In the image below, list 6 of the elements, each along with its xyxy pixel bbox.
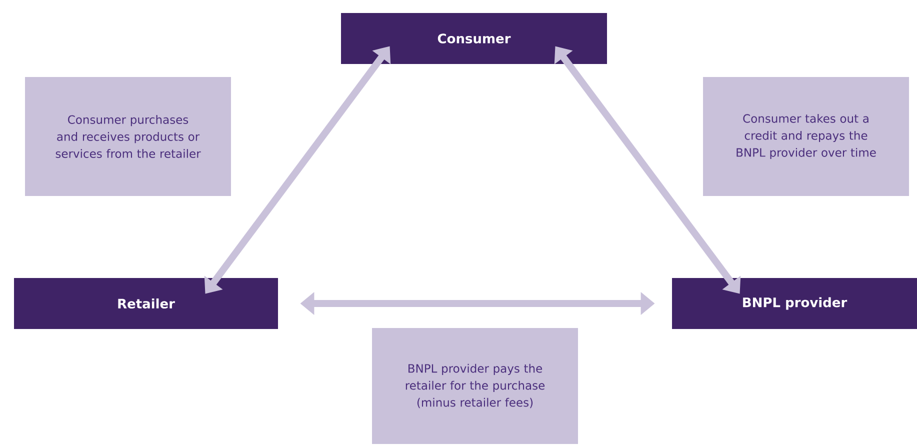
note-box: BNPL provider pays the retailer for the purchase (minus retailer fees) (372, 328, 578, 444)
note-box: Consumer purchases and receives products or services from the retailer (25, 77, 231, 196)
note-box: Consumer takes out a credit and repays the BNPL provider over time (703, 77, 910, 196)
actor-box: Retailer (14, 278, 278, 329)
actor-box: BNPL provider (672, 278, 917, 329)
actor-box: Consumer (341, 13, 607, 64)
